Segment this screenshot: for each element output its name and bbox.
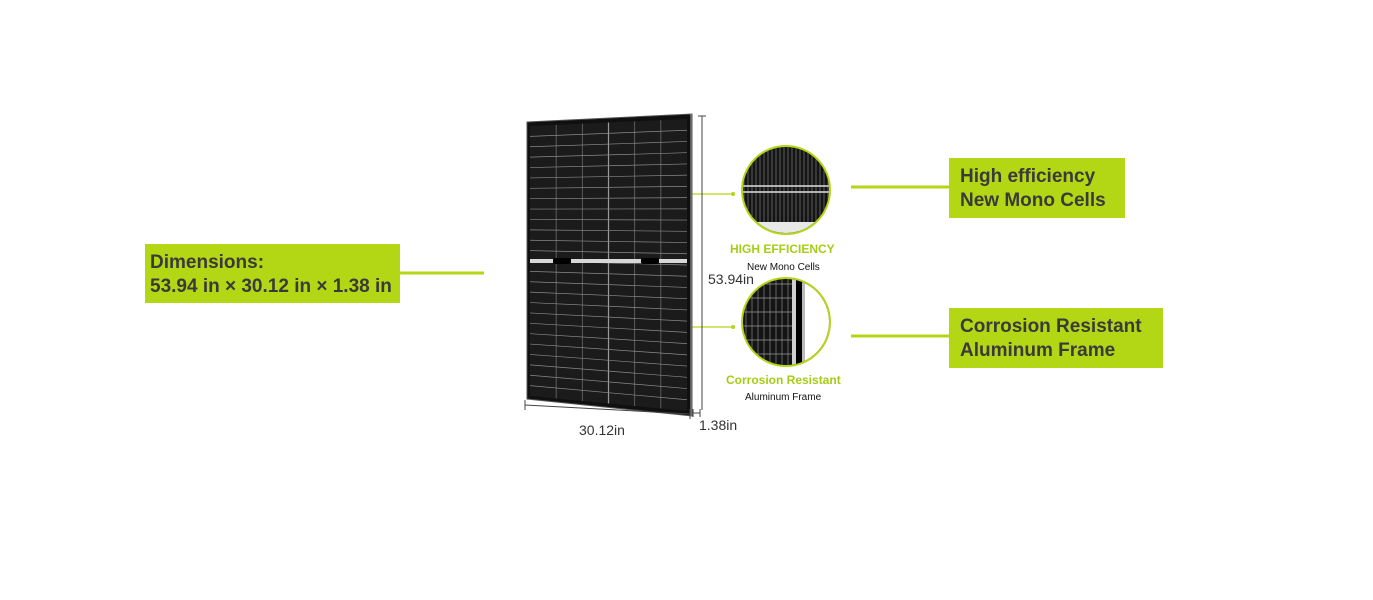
dimensions-tag-value: 53.94 in × 30.12 in × 1.38 in [150,276,392,297]
depth-measurement: 1.38in [699,417,738,433]
width-dimension-line [524,400,691,419]
panel-cell-grid [529,120,688,409]
corrosion-tag-line2: Aluminum Frame [960,340,1116,361]
width-measurement: 30.12in [579,422,625,438]
efficiency-caption-title: HIGH EFFICIENCY [730,242,835,256]
junction-box-left [553,258,571,264]
cell-pointer-dot [731,192,735,196]
corrosion-caption-subtitle: Aluminum Frame [745,392,822,403]
efficiency-caption-subtitle: New Mono Cells [747,262,820,273]
frame-pointer-dot [731,325,735,329]
efficiency-tag-line1: High efficiency [960,166,1096,187]
dimensions-tag: Dimensions: 53.94 in × 30.12 in × 1.38 i… [145,244,400,303]
dimensions-tag-title: Dimensions: [150,252,265,273]
solar-panel-image [526,113,693,417]
junction-box-right [641,258,659,264]
height-dimension-line [698,115,706,410]
corrosion-tag-line1: Corrosion Resistant [960,316,1142,337]
magnified-mono-cells-image [741,145,831,235]
efficiency-tag-line2: New Mono Cells [960,190,1106,211]
depth-dimension-mark [692,409,701,417]
corrosion-caption-title: Corrosion Resistant [726,373,841,387]
height-measurement: 53.94in [708,271,754,287]
magnified-aluminum-frame-image [741,277,831,367]
corrosion-tag: Corrosion Resistant Aluminum Frame [949,308,1163,368]
efficiency-tag: High efficiency New Mono Cells [949,158,1125,218]
